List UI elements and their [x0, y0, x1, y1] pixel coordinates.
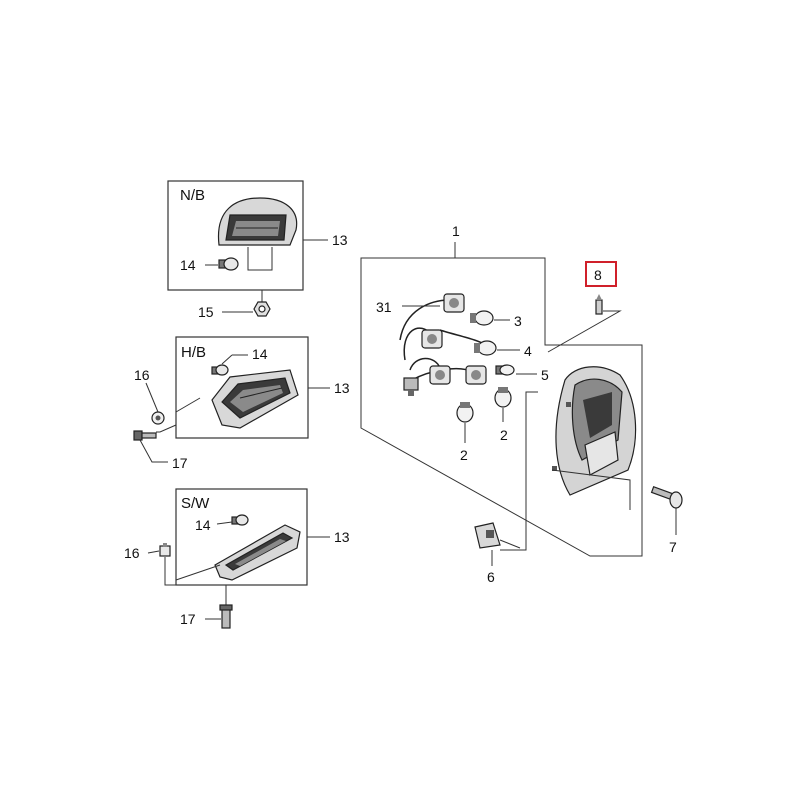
grommet-6: 6 [474, 522, 521, 585]
tail-lamp-group: 1 31 3 4 [360, 223, 643, 557]
sw-stop-lamp [214, 524, 301, 581]
bulb-2-right [494, 387, 512, 408]
callout-6: 6 [487, 569, 495, 585]
hb-box-label: H/B [181, 344, 206, 361]
hb-screw [133, 430, 157, 441]
hb-callout-17: 17 [172, 455, 188, 471]
sw-fasteners: 16 17 [124, 543, 233, 629]
bulb-5 [495, 364, 515, 376]
lamp-housing [552, 366, 637, 496]
nb-stop-lamp [217, 197, 298, 246]
callout-15: 15 [198, 304, 214, 320]
nut-15: 15 [198, 290, 271, 320]
nb-box: N/B 14 13 [167, 180, 348, 291]
nb-bulb [218, 257, 239, 271]
nb-box-frame [167, 180, 304, 291]
nb-callout-13: 13 [332, 232, 348, 248]
sw-callout-13: 13 [334, 529, 350, 545]
nb-callout-14: 14 [180, 257, 196, 273]
bulb-4 [477, 340, 497, 356]
socket-top [443, 293, 494, 326]
nb-bulb-leader [247, 247, 273, 271]
bulb-3 [474, 310, 494, 326]
socket-lower-right [465, 365, 487, 385]
callout-2-left: 2 [460, 447, 468, 463]
sw-bulb [231, 514, 249, 526]
sw-callout-17: 17 [180, 611, 196, 627]
hb-callout-13: 13 [334, 380, 350, 396]
screw-8: 8 [547, 261, 622, 353]
nb-box-label: N/B [180, 187, 205, 204]
sw-box-label: S/W [181, 495, 210, 512]
hb-stop-lamp [211, 369, 299, 429]
hb-bulb [211, 364, 229, 376]
callout-4: 4 [524, 343, 532, 359]
callout-3: 3 [514, 313, 522, 329]
callout-8-highlight [585, 261, 617, 287]
housing-stud-bottom [552, 466, 557, 471]
bulb-2-left [456, 402, 474, 423]
screw-7: 7 [650, 485, 683, 555]
sw-screw [219, 604, 233, 629]
screw-8-part [595, 294, 603, 315]
socket-lower-left [429, 365, 451, 385]
assembly-frame [360, 242, 643, 557]
sw-callout-16: 16 [124, 545, 140, 561]
callout-8: 8 [594, 267, 602, 283]
callout-1: 1 [452, 223, 460, 239]
hb-fasteners: 16 17 [133, 367, 188, 471]
socket-middle [421, 329, 497, 356]
sw-clip [159, 543, 171, 557]
callout-31: 31 [376, 299, 392, 315]
housing-stud-top [566, 402, 571, 407]
sw-box: S/W 14 13 [175, 488, 350, 586]
sw-callout-14: 14 [195, 517, 211, 533]
callout-7: 7 [669, 539, 677, 555]
hb-callout-14: 14 [252, 346, 268, 362]
hb-callout-16: 16 [134, 367, 150, 383]
callout-2-right: 2 [500, 427, 508, 443]
hb-box: H/B 14 13 [175, 336, 350, 439]
harness-connector [403, 377, 419, 391]
callout-5: 5 [541, 367, 549, 383]
